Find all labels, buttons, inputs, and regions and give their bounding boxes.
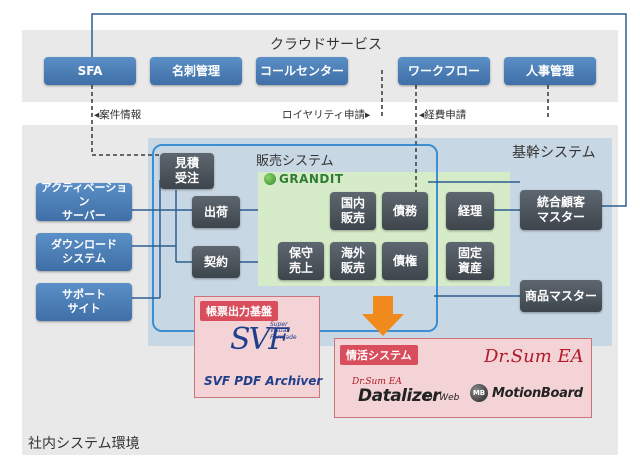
case-info-label: ◂案件情報 — [94, 109, 142, 121]
sfa-label: SFA — [77, 63, 103, 78]
datalizer-logo: Datalizer — [358, 386, 441, 406]
motionboard-logo: MotionBoard — [492, 386, 583, 401]
call-center-label: コールセンター — [259, 63, 344, 78]
royalty-label: ロイヤリティ申請▸ — [282, 109, 371, 121]
customer-master-label: 統合顧客 マスター — [536, 195, 585, 224]
info-system-box — [334, 338, 592, 418]
fixed-assets-box: 固定 資産 — [446, 242, 494, 280]
payables-label: 債務 — [392, 203, 417, 218]
customer-master-box: 統合顧客 マスター — [520, 190, 602, 230]
workflow-box: ワークフロー — [398, 57, 490, 85]
maintenance-sales-box: 保守 売上 — [278, 242, 324, 280]
support-site-box: サポート サイト — [36, 283, 132, 321]
activation-server-label: アクティベーション サーバー — [40, 181, 128, 222]
overseas-sales-label: 海外 販売 — [340, 246, 365, 275]
grandit-logo-text: GRANDIT — [279, 172, 344, 186]
datalizer-for-web: for Web — [424, 393, 460, 403]
shipping-box: 出荷 — [192, 196, 240, 228]
motionboard-badge-icon: MB — [470, 384, 488, 402]
down-arrow-icon — [362, 296, 404, 336]
estimate-order-label: 見積 受注 — [174, 156, 199, 185]
hr-box: 人事管理 — [504, 57, 596, 85]
svf-tagline: Super Visual Formade — [270, 321, 297, 341]
hr-label: 人事管理 — [525, 63, 574, 78]
datalizer-drsum-mark: Dr.Sum EA — [352, 377, 402, 387]
overseas-sales-box: 海外 販売 — [330, 242, 376, 280]
svf-pdf-archiver-text: SVF PDF Archiver — [204, 374, 323, 388]
estimate-order-box: 見積 受注 — [160, 153, 214, 189]
drsum-ea-logo: Dr.Sum EA — [484, 346, 584, 367]
product-master-label: 商品マスター — [524, 288, 597, 303]
internal-systems-label: 社内システム環境 — [28, 436, 140, 452]
call-center-box: コールセンター — [256, 57, 348, 85]
grandit-logo: GRANDIT — [264, 172, 344, 186]
download-system-box: ダウンロード システム — [36, 233, 132, 271]
business-card-label: 名刺管理 — [171, 63, 220, 78]
shipping-label: 出荷 — [203, 204, 228, 219]
receivables-box: 債権 — [382, 242, 428, 280]
business-card-box: 名刺管理 — [150, 57, 242, 85]
receivables-label: 債権 — [392, 253, 417, 268]
support-site-label: サポート サイト — [62, 288, 106, 315]
accounting-label: 経理 — [457, 203, 482, 218]
fixed-assets-label: 固定 資産 — [457, 246, 482, 275]
domestic-sales-label: 国内 販売 — [340, 196, 365, 225]
expense-label: ◂経費申請 — [419, 109, 467, 121]
contract-box: 契約 — [192, 246, 240, 278]
contract-label: 契約 — [203, 254, 228, 269]
svf-logo: SVF — [230, 322, 289, 357]
cloud-services-label: クラウドサービス — [270, 37, 382, 53]
payables-box: 債務 — [382, 192, 428, 230]
accounting-box: 経理 — [446, 192, 494, 230]
core-systems-label: 基幹システム — [512, 145, 596, 161]
info-system-title: 情活システム — [340, 345, 418, 365]
grandit-globe-icon — [264, 173, 276, 185]
maintenance-sales-label: 保守 売上 — [288, 246, 313, 275]
domestic-sales-box: 国内 販売 — [330, 192, 376, 230]
download-system-label: ダウンロード システム — [51, 238, 117, 265]
sfa-box: SFA — [44, 57, 136, 85]
activation-server-box: アクティベーション サーバー — [36, 181, 132, 222]
workflow-label: ワークフロー — [407, 63, 480, 78]
product-master-box: 商品マスター — [520, 280, 602, 312]
forms-platform-title: 帳票出力基盤 — [200, 301, 278, 321]
sales-system-label: 販売システム — [256, 154, 334, 169]
